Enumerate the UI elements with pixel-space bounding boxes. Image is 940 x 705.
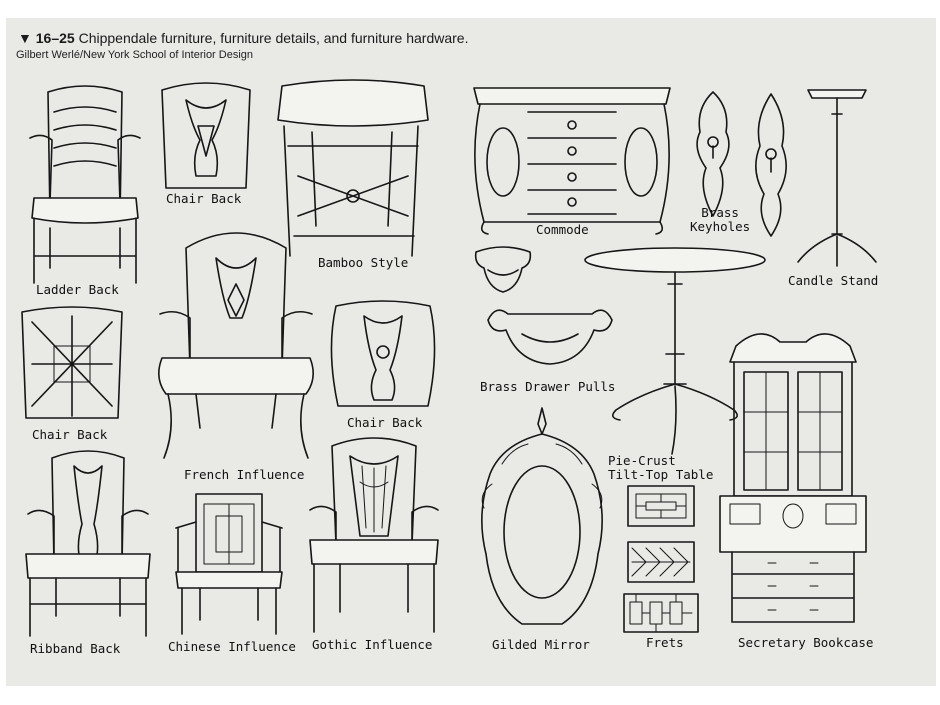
label-gothic-influence: Gothic Influence <box>312 637 433 652</box>
figure-title: Chippendale furniture, furniture details… <box>78 30 469 46</box>
figure-credit: Gilbert Werlé/New York School of Interio… <box>16 49 254 61</box>
chair-back-splat-illustration <box>161 82 251 189</box>
candle-stand-illustration <box>797 89 877 267</box>
commode-illustration <box>473 87 671 235</box>
ladder-back-chair-illustration <box>29 85 141 284</box>
fret-pattern-illustration-2 <box>627 541 695 583</box>
label-pie-crust-line1: Pie-Crust <box>608 453 676 468</box>
chinese-influence-chair-illustration <box>175 493 283 635</box>
secretary-bookcase-illustration <box>719 333 867 623</box>
brass-keyhole-illustration-1 <box>696 91 730 217</box>
label-commode: Commode <box>536 222 589 237</box>
label-bamboo-style: Bamboo Style <box>318 255 409 270</box>
chair-back-rococo-illustration <box>330 300 436 407</box>
gilded-mirror-illustration <box>481 407 603 625</box>
label-chair-back-top: Chair Back <box>166 191 242 206</box>
figure-page: ▼ 16–25 Chippendale furniture, furniture… <box>6 18 936 686</box>
label-brass-drawer-pulls: Brass Drawer Pulls <box>480 379 616 394</box>
label-ladder-back: Ladder Back <box>36 282 119 297</box>
label-chair-back-mid: Chair Back <box>347 415 423 430</box>
label-gilded-mirror: Gilded Mirror <box>492 637 590 652</box>
label-secretary-bookcase: Secretary Bookcase <box>738 635 874 650</box>
ribband-back-chair-illustration <box>25 450 151 637</box>
brass-drawer-pull-illustration-2 <box>487 309 613 365</box>
label-brass-keyholes: Brass Keyholes <box>690 206 750 234</box>
label-pie-crust: Pie-Crust Tilt-Top Table <box>608 454 713 482</box>
label-chair-back-left: Chair Back <box>32 427 108 442</box>
figure-number: 16–25 <box>35 30 75 46</box>
caption-marker: ▼ <box>18 30 32 46</box>
label-candle-stand: Candle Stand <box>788 273 879 288</box>
figure-caption: ▼ 16–25 Chippendale furniture, furniture… <box>18 30 468 46</box>
chair-back-lattice-illustration <box>21 306 123 419</box>
gothic-influence-chair-illustration <box>309 437 439 633</box>
label-french-influence: French Influence <box>184 467 305 482</box>
label-frets: Frets <box>646 635 684 650</box>
fret-pattern-illustration-1 <box>627 485 695 527</box>
label-brass-keyholes-line2: Keyholes <box>690 219 751 234</box>
label-brass-keyholes-line1: Brass <box>701 205 739 220</box>
label-pie-crust-line2: Tilt-Top Table <box>608 467 714 482</box>
fret-pattern-illustration-3 <box>623 593 699 633</box>
label-ribband-back: Ribband Back <box>30 641 121 656</box>
label-chinese-influence: Chinese Influence <box>168 639 296 654</box>
bamboo-style-stool-illustration <box>277 79 429 257</box>
brass-keyhole-illustration-2 <box>755 93 787 237</box>
brass-drawer-pull-illustration-1 <box>474 246 532 293</box>
french-influence-chair-illustration <box>158 232 314 459</box>
